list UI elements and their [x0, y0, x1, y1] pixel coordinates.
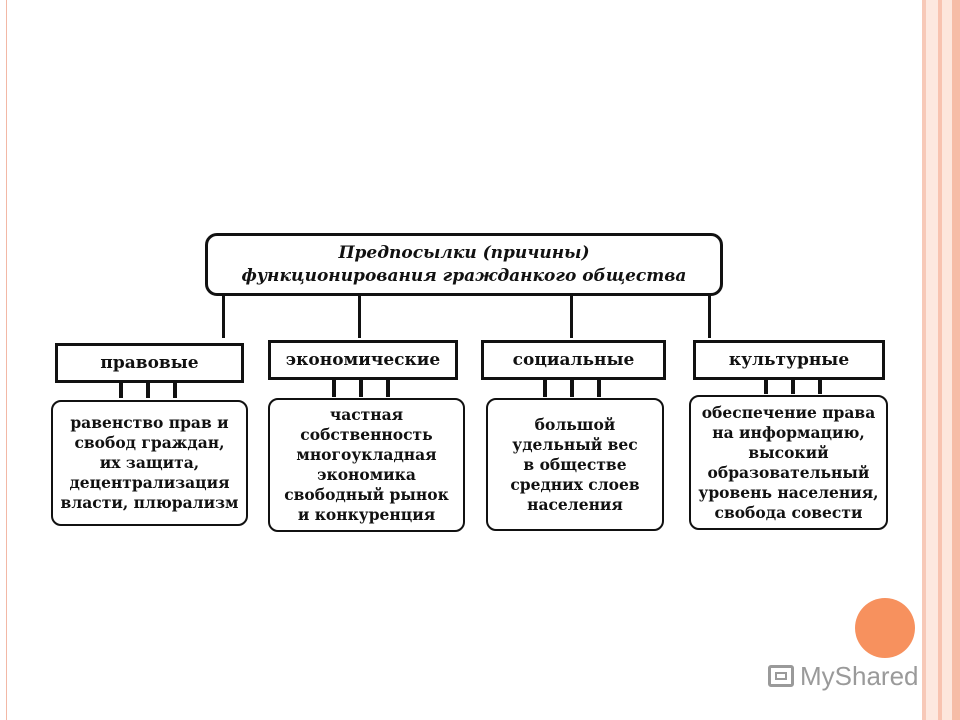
- category-economic-label: экономические: [285, 350, 441, 370]
- diagram-title-line-1: Предпосылки (причины): [338, 242, 590, 263]
- category-legal-box: правовые: [55, 343, 244, 383]
- tick-cultural-3: [818, 378, 822, 394]
- diagram-title-line-2: функционирования гражданкого общества: [241, 265, 687, 286]
- connector-title-social: [570, 296, 573, 338]
- category-legal-label: правовые: [100, 353, 199, 373]
- decorative-orange-circle: [855, 598, 915, 658]
- connector-title-economic: [358, 296, 361, 338]
- description-social-box: большой удельный вес в обществе средних …: [486, 398, 664, 531]
- slide-frame-left-border: [6, 0, 7, 720]
- watermark-text: MyShared: [800, 660, 919, 691]
- category-cultural-box: культурные: [693, 340, 885, 380]
- tick-economic-1: [332, 380, 336, 397]
- description-legal-box: равенство прав и свобод граждан, их защи…: [51, 400, 248, 526]
- category-social-label: социальные: [512, 350, 635, 370]
- description-legal-text: равенство прав и свобод граждан, их защи…: [60, 413, 239, 512]
- description-cultural-box: обеспечение права на информацию, высокий…: [689, 395, 888, 530]
- tick-legal-3: [173, 383, 177, 398]
- tick-legal-2: [146, 383, 150, 398]
- tick-social-1: [543, 380, 547, 397]
- category-cultural-label: культурные: [728, 350, 850, 370]
- category-social-box: социальные: [481, 340, 666, 380]
- slide-frame-right-stripes: [916, 0, 960, 720]
- description-economic-text: частная собственность многоукладная экон…: [284, 405, 449, 524]
- category-economic-box: экономические: [268, 340, 458, 380]
- connector-title-cultural: [708, 296, 711, 338]
- tick-economic-3: [386, 380, 390, 397]
- tick-social-2: [570, 380, 574, 397]
- description-cultural-text: обеспечение права на информацию, высокий…: [698, 402, 879, 522]
- tick-cultural-2: [791, 378, 795, 394]
- tick-social-3: [597, 380, 601, 397]
- tick-legal-1: [119, 383, 123, 398]
- description-social-text: большой удельный вес в обществе средних …: [510, 414, 640, 514]
- description-economic-box: частная собственность многоукладная экон…: [268, 398, 465, 532]
- tick-economic-2: [359, 380, 363, 397]
- myshared-watermark: MyShared: [768, 656, 919, 696]
- connector-title-legal: [222, 296, 225, 338]
- diagram-title-box: Предпосылки (причины) функционирования г…: [205, 233, 723, 296]
- tick-cultural-1: [764, 378, 768, 394]
- presentation-screen-icon: [768, 665, 794, 687]
